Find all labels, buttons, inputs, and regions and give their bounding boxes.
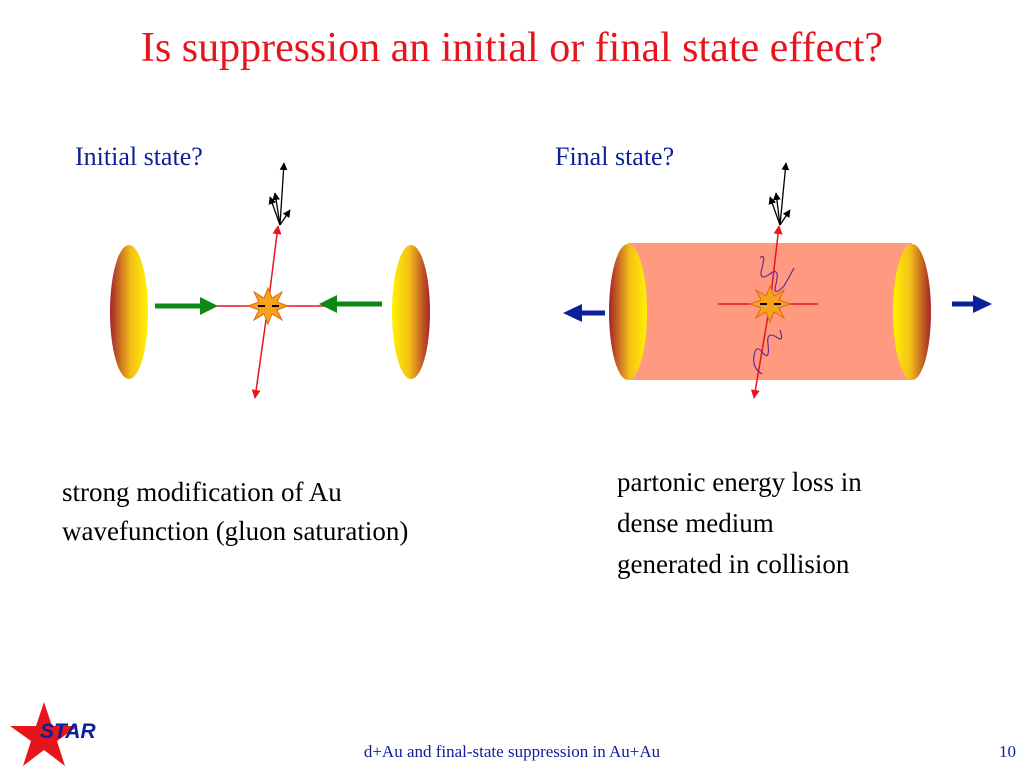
star-logo-icon: [10, 702, 78, 766]
green-arrow-left-icon: [319, 295, 382, 313]
caption-line: partonic energy loss in: [617, 467, 862, 497]
initial-state-caption: strong modification of Au wavefunction (…: [62, 473, 408, 551]
footer-title: d+Au and final-state suppression in Au+A…: [363, 742, 661, 761]
left-nucleus-disk-icon: [609, 244, 647, 380]
initial-state-diagram: [110, 162, 430, 399]
slide-title: Is suppression an initial or final state…: [140, 25, 884, 71]
right-nucleus-disk-icon: [392, 245, 430, 379]
collision-flash-icon: [748, 284, 792, 324]
initial-state-label: Initial state?: [75, 142, 203, 171]
left-nucleus-disk-icon: [110, 245, 148, 379]
collision-flash-icon: [246, 286, 290, 326]
gluon-radiation-up: [759, 255, 795, 293]
caption-line: wavefunction (gluon saturation): [62, 516, 409, 546]
right-nucleus-disk-icon: [893, 244, 931, 380]
page-number: 10: [999, 742, 1016, 761]
caption-line: generated in collision: [617, 549, 850, 579]
jet-track-down: [251, 305, 269, 399]
jet-arrow-icon: [768, 162, 791, 226]
gluon-radiation-down: [753, 329, 783, 375]
final-state-label: Final state?: [555, 142, 675, 171]
final-state-diagram: [563, 162, 992, 399]
jet-track-down: [750, 303, 771, 399]
blue-arrow-right-icon: [952, 295, 992, 313]
green-arrow-right-icon: [155, 297, 218, 315]
caption-line: dense medium: [617, 508, 774, 538]
star-logo-text: STAR: [40, 720, 96, 743]
jet-arrow-icon: [268, 162, 291, 226]
caption-line: strong modification of Au: [62, 477, 342, 507]
blue-arrow-left-icon: [563, 304, 605, 322]
final-state-caption: partonic energy loss in dense medium gen…: [617, 462, 862, 585]
